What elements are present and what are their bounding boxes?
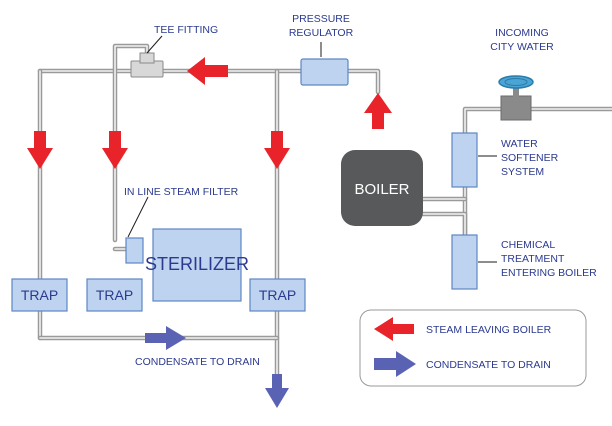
boiler-label: BOILER: [354, 181, 409, 198]
water-softener-label-line1: WATER: [501, 138, 538, 150]
tee-fitting-label: TEE FITTING: [154, 24, 218, 36]
legend-steam-label: STEAM LEAVING BOILER: [426, 324, 552, 336]
sterilizer-label: STERILIZER: [145, 254, 249, 274]
trap-label: TRAP: [21, 287, 58, 303]
trap-2: TRAP: [86, 278, 143, 312]
chemical-treatment-label-line1: CHEMICAL: [501, 239, 555, 251]
steam-arrow: [264, 131, 290, 169]
incoming-city-water-label-line1: INCOMING: [495, 27, 549, 39]
water-softener-label-line3: SYSTEM: [501, 166, 544, 178]
leader-lines: [127, 35, 497, 263]
chemical-treatment: [451, 234, 478, 290]
water-softener-label-line2: SOFTENER: [501, 152, 559, 164]
sterilizer: STERILIZER: [145, 228, 249, 302]
trap-3: TRAP: [249, 278, 306, 312]
trap-label: TRAP: [96, 287, 133, 303]
pressure-regulator: [300, 58, 349, 86]
boiler: BOILER: [341, 150, 423, 226]
steam-arrow: [187, 57, 228, 85]
steam-arrow: [102, 131, 128, 169]
city-water-valve: [498, 75, 534, 121]
pressure-regulator-label-line2: REGULATOR: [289, 27, 354, 39]
condensate-arrows: [145, 326, 289, 408]
legend: STEAM LEAVING BOILER CONDENSATE TO DRAIN: [359, 309, 587, 387]
in-line-steam-filter: [125, 237, 144, 264]
trap-1: TRAP: [11, 278, 68, 312]
condensate-arrow: [265, 374, 289, 408]
steam-arrows: [27, 57, 392, 169]
in-line-steam-filter-label: IN LINE STEAM FILTER: [124, 186, 239, 198]
sterilizer-box: [152, 228, 242, 302]
water-softener: [451, 132, 478, 188]
chemical-treatment-label-line3: ENTERING BOILER: [501, 267, 597, 279]
steam-arrow: [27, 131, 53, 169]
condensate-arrow: [145, 326, 186, 350]
incoming-city-water-label-line2: CITY WATER: [490, 41, 554, 53]
legend-steam-arrow: [374, 317, 414, 341]
condensate-to-drain-label: CONDENSATE TO DRAIN: [135, 356, 260, 368]
trap-label: TRAP: [259, 287, 296, 303]
legend-condensate-label: CONDENSATE TO DRAIN: [426, 359, 551, 371]
legend-condensate-arrow: [374, 351, 416, 377]
tee-fitting: [130, 52, 164, 78]
chemical-treatment-label-line2: TREATMENT: [501, 253, 565, 265]
pressure-regulator-label-line1: PRESSURE: [292, 13, 350, 25]
steam-arrow: [364, 93, 392, 129]
